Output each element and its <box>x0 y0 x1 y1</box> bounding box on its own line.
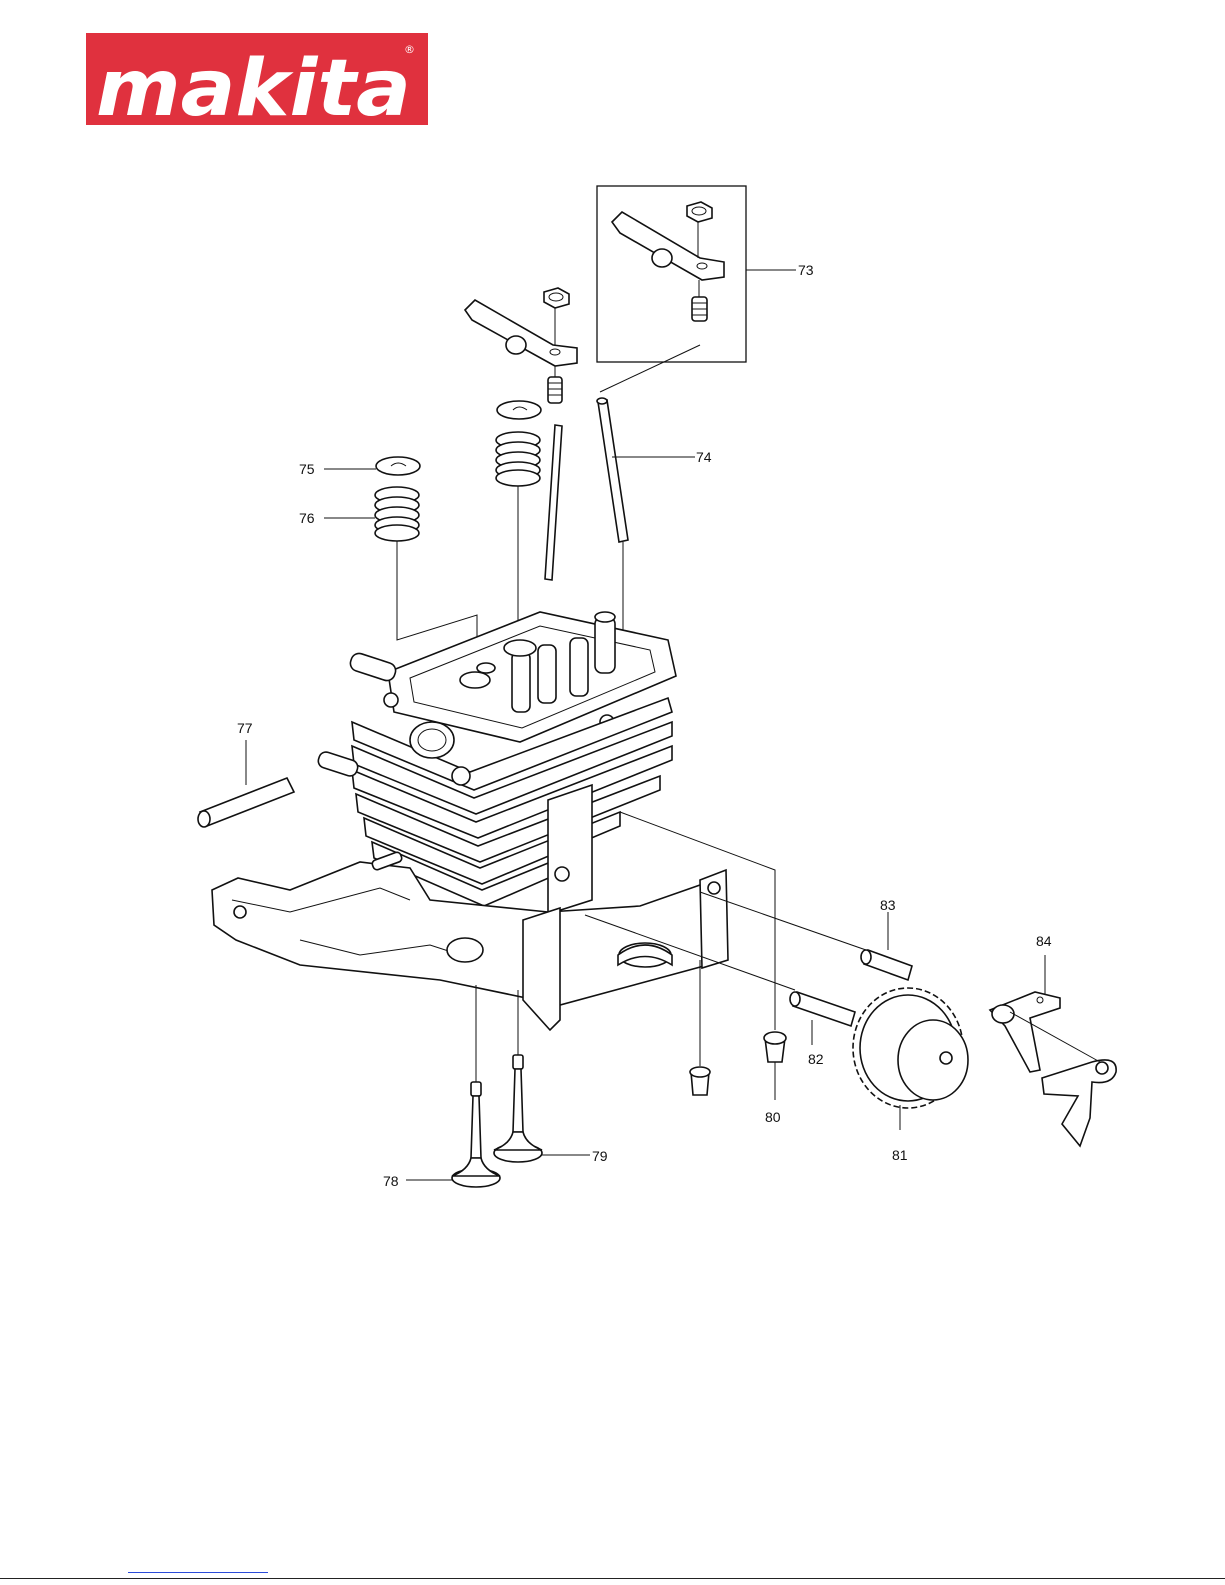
valve-79 <box>494 990 542 1162</box>
callout-83: 83 <box>880 897 896 913</box>
pin-77 <box>198 740 294 827</box>
callout-76: 76 <box>299 510 315 526</box>
governor-arm-84 <box>990 955 1116 1146</box>
bushing <box>690 960 710 1095</box>
callout-79: 79 <box>592 1148 608 1164</box>
callout-74: 74 <box>696 449 712 465</box>
callout-80: 80 <box>765 1109 781 1125</box>
footer-link-underline[interactable] <box>128 1572 268 1573</box>
callout-75: 75 <box>299 461 315 477</box>
callout-77: 77 <box>237 720 253 736</box>
inset-box-73 <box>597 186 746 392</box>
callout-82: 82 <box>808 1051 824 1067</box>
cam-gear-81 <box>853 988 968 1130</box>
callout-84: 84 <box>1036 933 1052 949</box>
bottom-rule <box>0 1578 1225 1579</box>
pushrod-center <box>545 425 562 580</box>
callout-73: 73 <box>798 262 814 278</box>
rocker-arm-assembly <box>465 288 577 403</box>
valve-78 <box>452 985 500 1187</box>
cylinder-assembly <box>212 612 728 1030</box>
retainer-75 <box>376 457 420 475</box>
callout-78: 78 <box>383 1173 399 1189</box>
valve-spring-center <box>496 401 541 640</box>
callout-81: 81 <box>892 1147 908 1163</box>
